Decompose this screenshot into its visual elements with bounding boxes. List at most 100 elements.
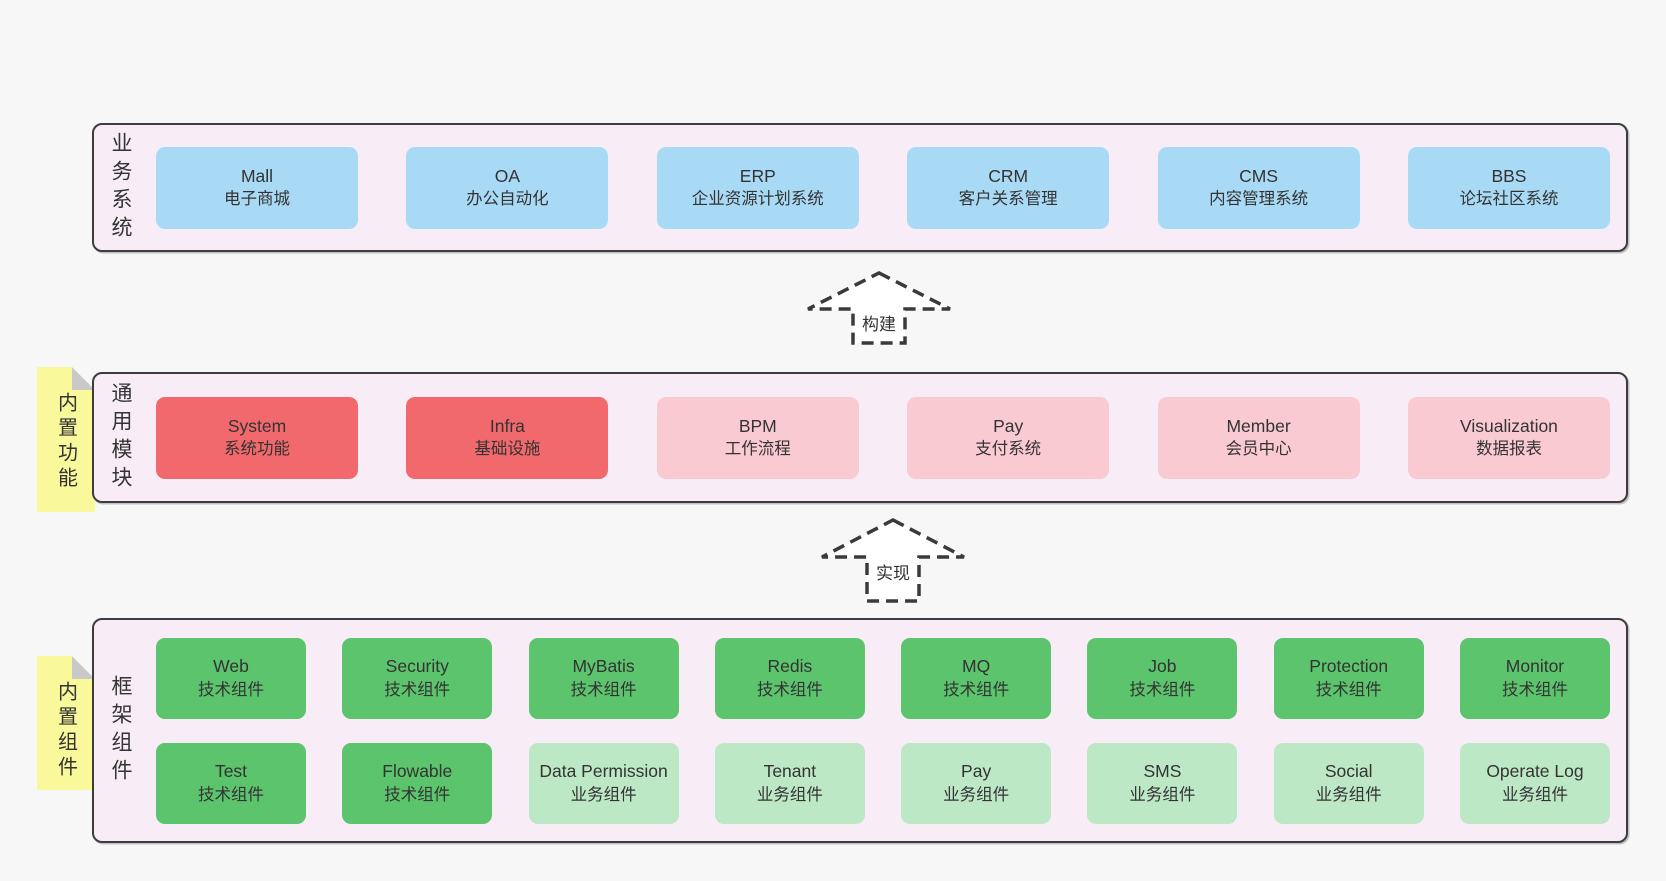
box-subtitle: 业务组件	[756, 785, 823, 804]
build-arrow: 构建	[807, 271, 951, 345]
box-title: Infra	[489, 415, 525, 436]
box-subtitle: 支付系统	[975, 440, 1042, 459]
diagram-box: Security 技术组件	[342, 637, 493, 719]
diagram-box: Redis 技术组件	[714, 637, 865, 719]
box-subtitle: 电子商城	[224, 190, 290, 209]
box-title: Redis	[767, 656, 813, 677]
box-title: ERP	[739, 165, 776, 186]
arrow-up-icon	[807, 271, 951, 345]
diagram-box: MyBatis 技术组件	[528, 637, 679, 719]
box-subtitle: 基础设施	[474, 440, 541, 459]
box-title: OA	[494, 165, 521, 186]
box-subtitle: 业务组件	[943, 785, 1010, 804]
diagram-box: BPM 工作流程	[656, 396, 859, 479]
band-label: 框架组件	[109, 674, 132, 787]
band-label: 通用模块	[109, 381, 132, 494]
build-arrow-label: 构建	[862, 315, 896, 334]
diagram-box: Tenant 业务组件	[714, 742, 865, 824]
diagram-box: Web 技术组件	[156, 637, 306, 719]
box-subtitle: 技术组件	[943, 680, 1010, 699]
diagram-box: CMS 内容管理系统	[1157, 146, 1360, 229]
diagram-box: MQ 技术组件	[901, 637, 1052, 719]
box-title: Protection	[1309, 656, 1389, 677]
diagram-box: Mall 电子商城	[156, 146, 358, 229]
box-subtitle: 技术组件	[384, 680, 451, 699]
box-title: Test	[214, 761, 248, 782]
box-subtitle: 业务组件	[1501, 785, 1568, 804]
box-title: Flowable	[382, 761, 453, 782]
box-subtitle: 数据报表	[1475, 440, 1542, 459]
box-subtitle: 客户关系管理	[958, 190, 1058, 209]
box-subtitle: 系统功能	[224, 440, 290, 459]
diagram-box: Data Permission 业务组件	[528, 742, 679, 824]
diagram-box: BBS 论坛社区系统	[1407, 146, 1610, 229]
box-title: Monitor	[1505, 656, 1565, 677]
box-title: Operate Log	[1486, 761, 1584, 782]
box-title: Tenant	[763, 761, 817, 782]
sticky-note-label: 内置组件	[54, 681, 77, 781]
diagram-box: System 系统功能	[156, 396, 358, 479]
box-subtitle: 技术组件	[384, 785, 451, 804]
box-subtitle: 技术组件	[1315, 680, 1382, 699]
box-title: Pay	[961, 761, 992, 782]
band-label: 业务系统	[109, 131, 132, 244]
diagram-box: CRM 客户关系管理	[907, 146, 1110, 229]
box-subtitle: 技术组件	[756, 680, 823, 699]
diagram-box: Job 技术组件	[1087, 637, 1238, 719]
band-2: 框架组件 Web 技术组件 Security 技术组件 MyBatis 技术组件 Redis 技…	[92, 618, 1628, 843]
sticky-note: 内置功能	[37, 367, 95, 512]
box-title: CRM	[988, 165, 1029, 186]
box-title: Data Permission	[539, 761, 668, 782]
box-title: SMS	[1143, 761, 1182, 782]
box-subtitle: 技术组件	[198, 785, 264, 804]
diagram-box: Infra 基础设施	[406, 396, 609, 479]
box-title: Member	[1226, 415, 1291, 436]
box-title: Mall	[240, 165, 274, 186]
diagram-box: Flowable 技术组件	[342, 742, 493, 824]
diagram-box: Visualization 数据报表	[1407, 396, 1610, 479]
box-subtitle: 工作流程	[724, 440, 791, 459]
box-subtitle: 业务组件	[1315, 785, 1382, 804]
diagram-box: Social 业务组件	[1273, 742, 1424, 824]
diagram-box: Protection 技术组件	[1273, 637, 1424, 719]
box-title: BPM	[738, 415, 777, 436]
box-subtitle: 技术组件	[198, 680, 264, 699]
implement-arrow-label: 实现	[876, 564, 910, 583]
box-subtitle: 企业资源计划系统	[691, 190, 824, 209]
box-subtitle: 技术组件	[1501, 680, 1568, 699]
box-subtitle: 内容管理系统	[1209, 190, 1309, 209]
box-title: Security	[385, 656, 449, 677]
box-title: BBS	[1491, 165, 1527, 186]
diagram-box: Pay 业务组件	[901, 742, 1052, 824]
box-subtitle: 技术组件	[1129, 680, 1196, 699]
box-title: System	[227, 415, 287, 436]
box-title: Job	[1148, 656, 1177, 677]
diagram-box: Operate Log 业务组件	[1459, 742, 1610, 824]
box-title: CMS	[1239, 165, 1278, 186]
box-title: Web	[213, 656, 249, 677]
box-subtitle: 业务组件	[570, 785, 637, 804]
implement-arrow: 实现	[821, 518, 965, 603]
box-title: Social	[1324, 761, 1373, 782]
diagram-box: ERP 企业资源计划系统	[656, 146, 859, 229]
box-subtitle: 论坛社区系统	[1459, 190, 1559, 209]
box-title: MQ	[962, 656, 991, 677]
box-title: Visualization	[1459, 415, 1558, 436]
box-subtitle: 技术组件	[570, 680, 637, 699]
sticky-note: 内置组件	[37, 656, 95, 790]
box-title: MyBatis	[572, 656, 635, 677]
diagram-box: Monitor 技术组件	[1459, 637, 1610, 719]
